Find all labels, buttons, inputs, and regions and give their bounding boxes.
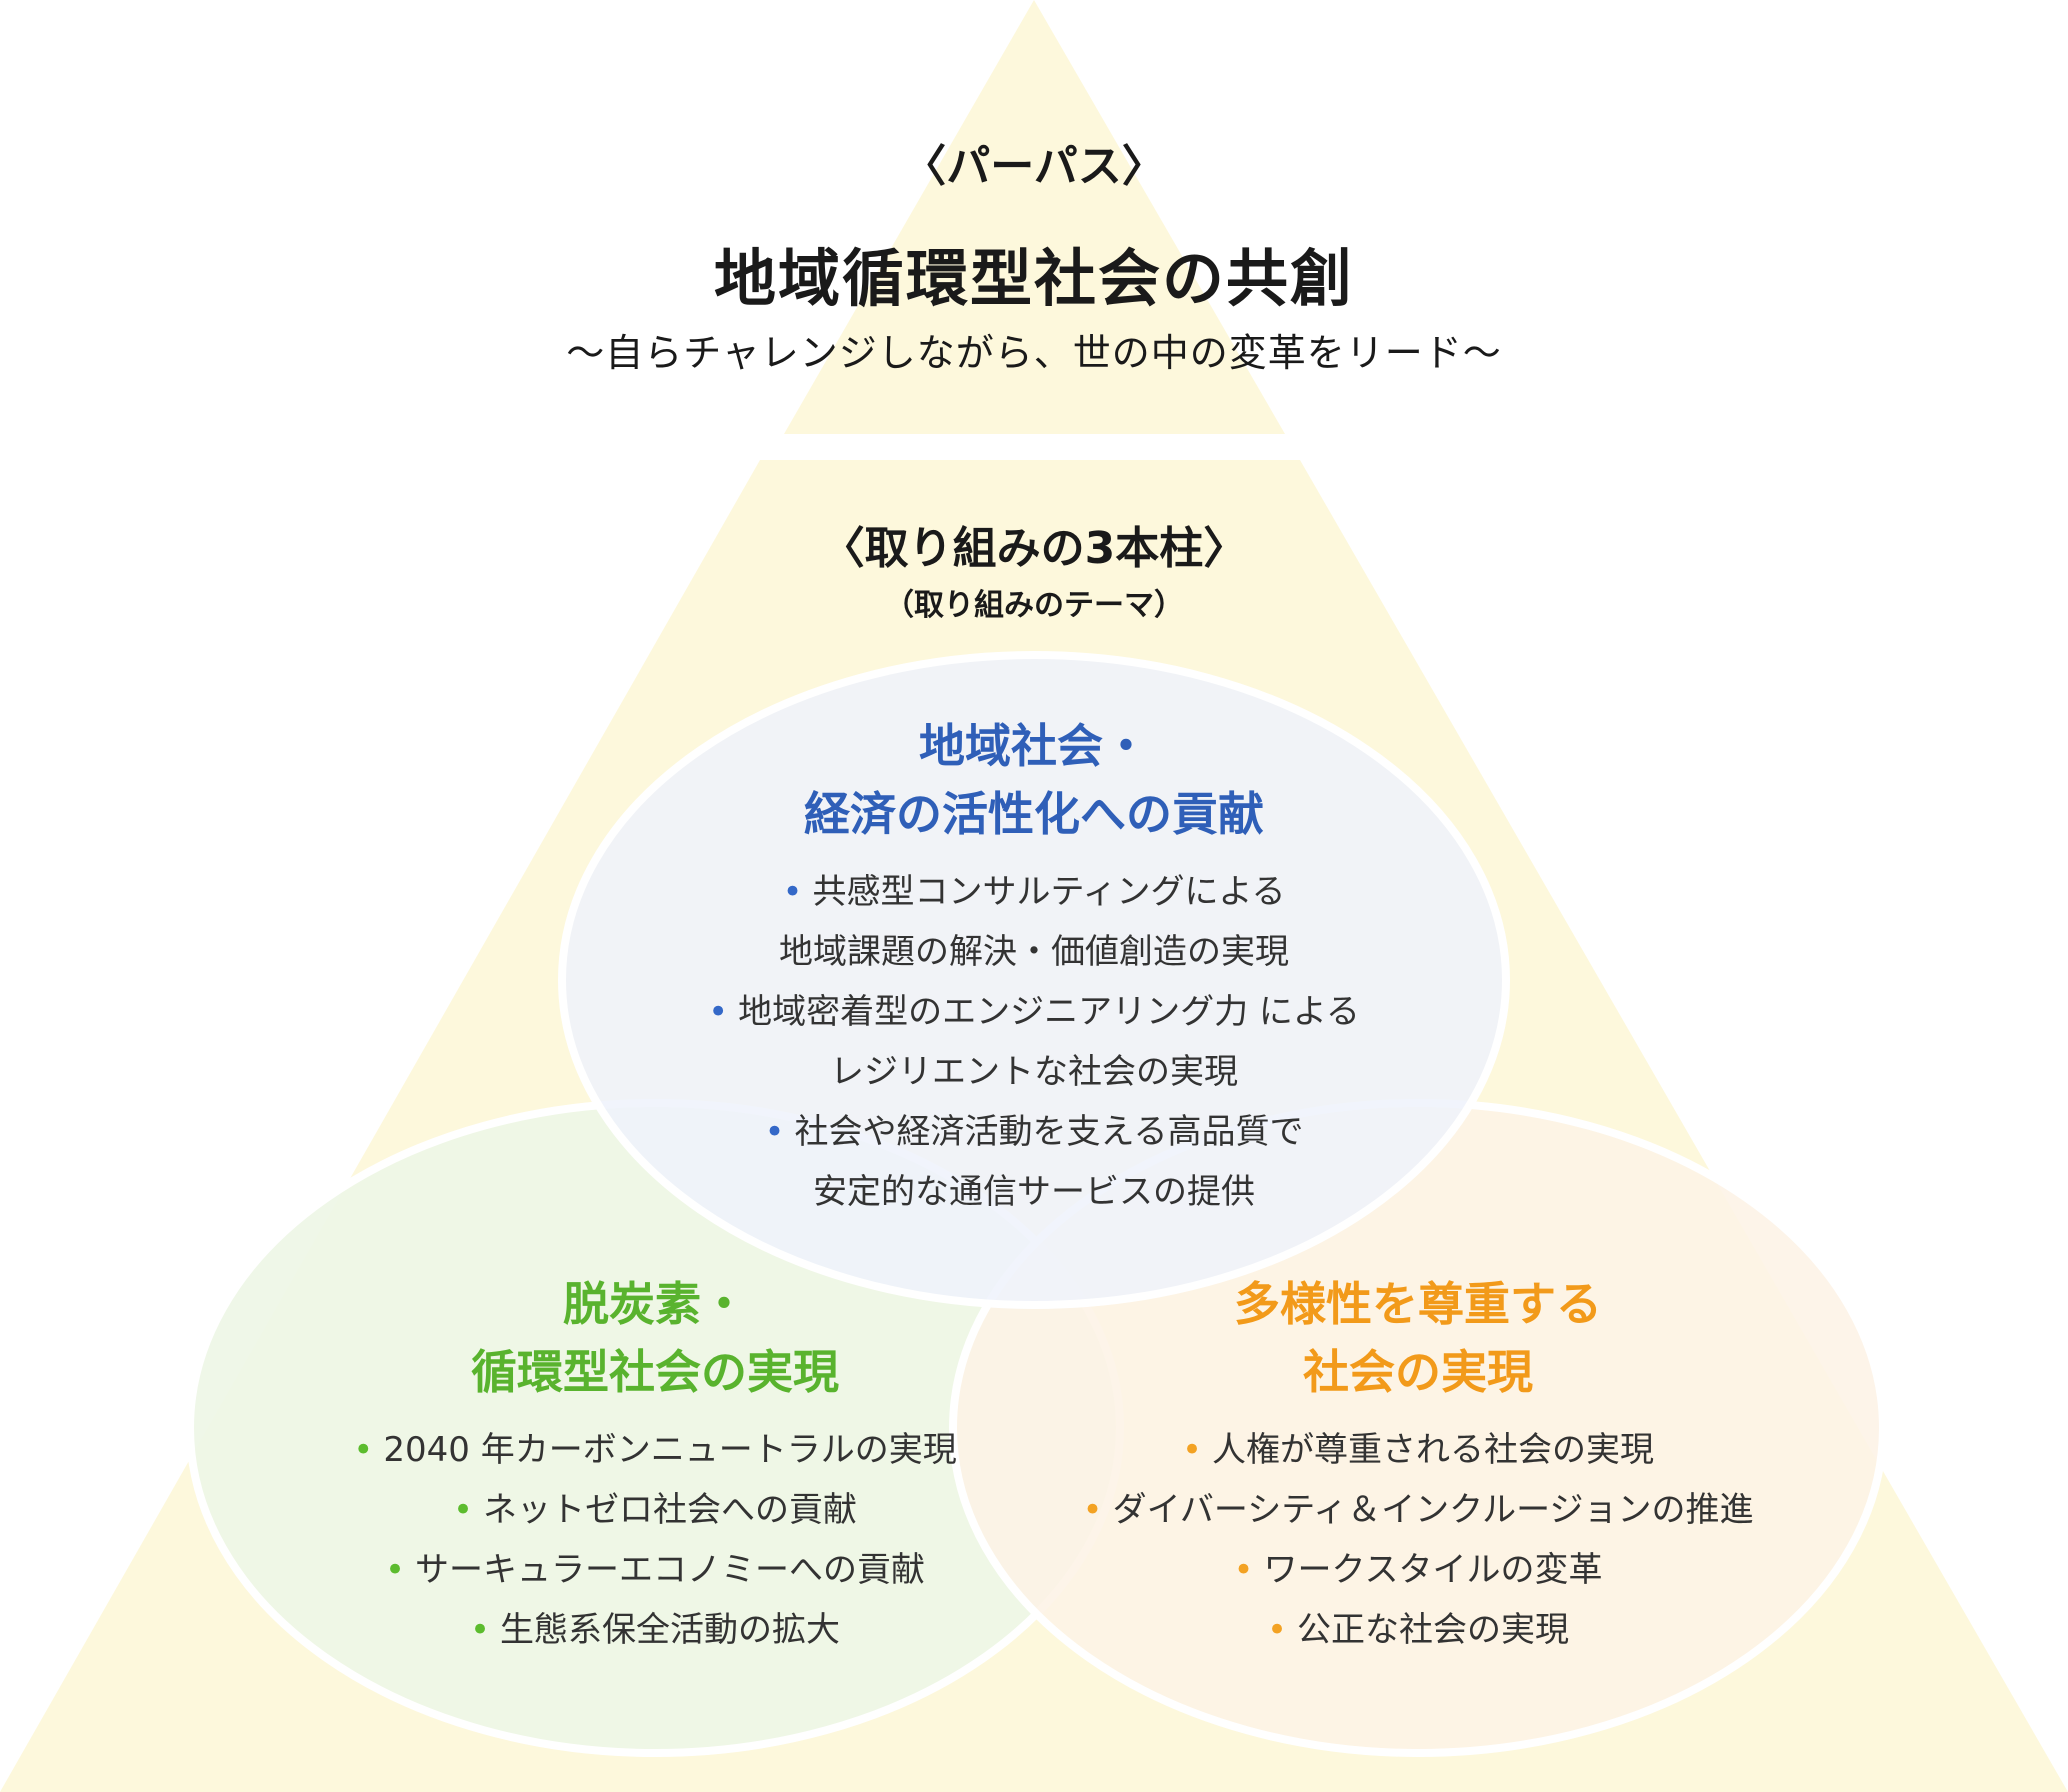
diversity-items: •人権が尊重される社会の実現 •ダイバーシティ＆インクルージョンの推進 •ワーク… bbox=[1018, 1420, 1818, 1660]
pyramid-top bbox=[784, 0, 1285, 434]
bullet-icon: • bbox=[452, 1490, 474, 1530]
pillars-label: 〈取り組みの3本柱〉 bbox=[820, 523, 1248, 574]
pillars-sublabel: （取り組みのテーマ） bbox=[884, 588, 1184, 623]
list-item: •公正な社会の実現 bbox=[1266, 1610, 1570, 1650]
list-item: •生態系保全活動の拡大 bbox=[469, 1610, 841, 1650]
list-item: •サーキュラーエコノミーへの貢献 bbox=[384, 1550, 926, 1590]
list-item: •共感型コンサルティングによる bbox=[782, 872, 1286, 912]
list-item: •人権が尊重される社会の実現 bbox=[1181, 1430, 1655, 1470]
circle-regional bbox=[558, 651, 1510, 1309]
list-item: •ワークスタイルの変革 bbox=[1233, 1550, 1603, 1590]
regional-items: •共感型コンサルティングによる 地域課題の解決・価値創造の実現 •地域密着型のエ… bbox=[584, 862, 1484, 1222]
purpose-title: 地域循環型社会の共創 bbox=[713, 242, 1354, 315]
bullet-icon: • bbox=[353, 1430, 374, 1470]
list-item: レジリエントな社会の実現 bbox=[830, 1052, 1238, 1092]
decarbon-items: •2040 年カーボンニュートラルの実現 •ネットゼロ社会への貢献 •サーキュラ… bbox=[255, 1420, 1055, 1660]
list-item: •ネットゼロ社会への貢献 bbox=[452, 1490, 858, 1530]
purpose-subtitle: 〜自らチャレンジしながら、世の中の変革をリード〜 bbox=[566, 331, 1502, 375]
bullet-icon: • bbox=[1082, 1490, 1103, 1530]
list-item: •社会や経済活動を支える高品質で bbox=[764, 1112, 1304, 1152]
bullet-icon: • bbox=[782, 872, 803, 912]
bullet-icon: • bbox=[1233, 1550, 1254, 1590]
bullet-icon: • bbox=[1181, 1430, 1203, 1470]
regional-title: 地域社会・ 経済の活性化への貢献 bbox=[584, 712, 1484, 848]
diversity-title-line1: 多様性を尊重する bbox=[1234, 1277, 1602, 1331]
regional-title-line2: 経済の活性化への貢献 bbox=[804, 787, 1264, 841]
list-item: 地域課題の解決・価値創造の実現 bbox=[779, 932, 1289, 972]
regional-title-line1: 地域社会・ bbox=[919, 719, 1149, 773]
list-item: •2040 年カーボンニュートラルの実現 bbox=[353, 1430, 957, 1470]
purpose-label: 〈パーパス〉 bbox=[902, 141, 1166, 192]
bullet-icon: • bbox=[469, 1610, 491, 1650]
bullet-icon: • bbox=[764, 1112, 785, 1152]
list-item: •地域密着型のエンジニアリング力 による bbox=[708, 992, 1360, 1032]
decarbon-title-line1: 脱炭素・ bbox=[563, 1277, 747, 1331]
diversity-title: 多様性を尊重する 社会の実現 bbox=[1018, 1270, 1818, 1406]
list-item: •ダイバーシティ＆インクルージョンの推進 bbox=[1082, 1490, 1754, 1530]
bullet-icon: • bbox=[1266, 1610, 1288, 1650]
bullet-icon: • bbox=[384, 1550, 406, 1590]
decarbon-title: 脱炭素・ 循環型社会の実現 bbox=[255, 1270, 1055, 1406]
diversity-title-line2: 社会の実現 bbox=[1303, 1345, 1533, 1399]
bullet-icon: • bbox=[708, 992, 729, 1032]
list-item: 安定的な通信サービスの提供 bbox=[813, 1172, 1255, 1212]
decarbon-title-line2: 循環型社会の実現 bbox=[471, 1345, 839, 1399]
